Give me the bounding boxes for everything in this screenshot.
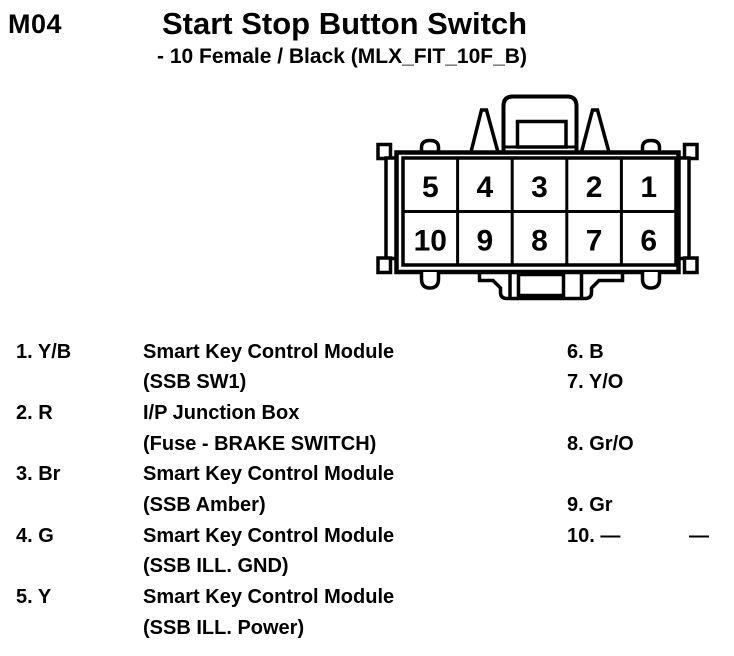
pin-1-dest: Smart Key Control Module [143, 340, 395, 363]
pin-4-dest: Smart Key Control Module [143, 524, 395, 547]
side-bracket-left [376, 142, 400, 275]
pin-8-label: 8. Gr/O [567, 432, 634, 455]
bottom-bump-left-icon [419, 272, 441, 290]
latch [501, 94, 579, 152]
pin-cell-9: 9 [477, 225, 494, 258]
guide-rib-right-icon [578, 108, 612, 156]
pin-9-label: 9. Gr [567, 494, 613, 516]
pin-cell-7: 7 [586, 225, 603, 258]
pin-cell-4: 4 [477, 171, 494, 204]
pin-cell-2: 2 [586, 171, 603, 204]
pin-6-label: 6. B [567, 340, 604, 363]
pin-5-label: 5. Y [16, 586, 52, 609]
side-bracket-right [675, 142, 699, 275]
connector-code: M04 [8, 9, 63, 39]
pin-cell-10: 10 [414, 225, 447, 258]
pin-3-dest: Smart Key Control Module [143, 463, 395, 486]
bottom-mount [477, 271, 625, 301]
pin-5-detail: (SSB ILL. Power) [143, 616, 305, 639]
pin-4-label: 4. G [16, 524, 54, 547]
top-bump-left-icon [419, 138, 441, 153]
pin-4-detail: (SSB ILL. GND) [143, 555, 289, 578]
pin-3-detail: (SSB Amber) [143, 494, 266, 516]
pin-10-label: 10. — [567, 524, 621, 547]
pin-grid [401, 156, 678, 267]
pin-grid-numbers: 5 4 3 2 1 10 9 8 7 6 [414, 171, 657, 258]
pin-cell-6: 6 [640, 225, 657, 258]
page-title: Start Stop Button Switch [162, 6, 528, 41]
bottom-bump-right-icon [640, 272, 662, 290]
connector-body [394, 150, 681, 275]
pin-cell-8: 8 [531, 225, 548, 258]
guide-rib-left-icon [468, 108, 501, 156]
latch-button [515, 119, 568, 149]
pin-3-label: 3. Br [16, 463, 61, 486]
pin-cell-1: 1 [640, 171, 657, 204]
pin-2-dest: I/P Junction Box [143, 401, 300, 424]
pin-2-detail: (Fuse - BRAKE SWITCH) [143, 432, 377, 455]
top-bump-right-icon [640, 138, 662, 153]
pin-cell-5: 5 [422, 171, 439, 204]
connector-subtitle: - 10 Female / Black (MLX_FIT_10F_B) [157, 45, 527, 68]
pin-1-detail: (SSB SW1) [143, 371, 247, 394]
pin-5-dest: Smart Key Control Module [143, 586, 395, 609]
pin-2-label: 2. R [16, 401, 53, 424]
pin-7-label: 7. Y/O [567, 371, 624, 394]
pin-cell-3: 3 [531, 171, 548, 204]
pin-1-label: 1. Y/B [16, 340, 72, 363]
pin-10-dest: — [689, 524, 709, 547]
